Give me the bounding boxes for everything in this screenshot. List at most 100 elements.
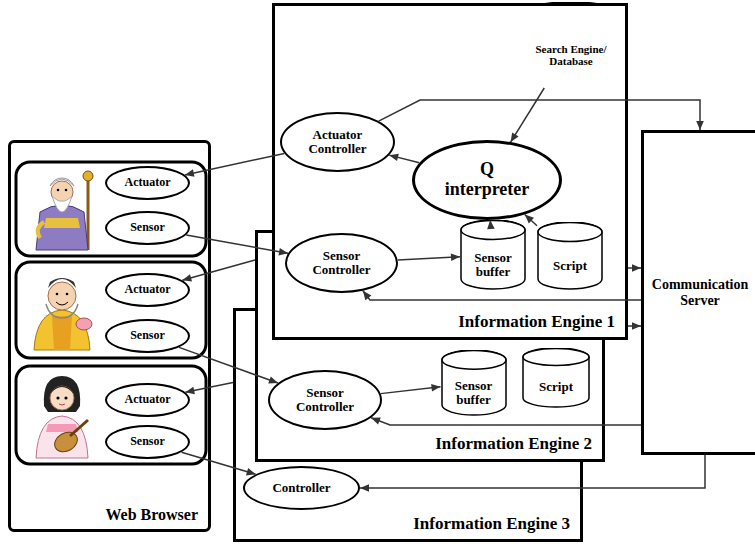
agent-frame — [16, 262, 206, 358]
node-label: Search Engine/ Database — [528, 43, 614, 67]
connector-line — [185, 153, 284, 174]
arrow-head — [431, 384, 440, 392]
connector-line — [511, 88, 545, 142]
sensor-oval: Sensor — [105, 425, 190, 459]
browser-frame: Web BrowserActuatorSensorActuatorSensorA… — [8, 140, 211, 532]
connector-line — [185, 382, 233, 392]
panel-title: Web Browser — [105, 506, 198, 524]
controller-oval: Actuator Controller — [280, 112, 395, 172]
arrow-head — [632, 264, 641, 272]
arrow-head — [268, 376, 278, 383]
node-label: Actuator — [125, 283, 171, 296]
connector-line — [379, 100, 700, 130]
panel-title: Information Engine 3 — [413, 515, 570, 534]
connector-line — [389, 155, 419, 163]
arrow-connector — [360, 455, 705, 492]
node-label: Sensor buffer — [464, 251, 522, 280]
arrow-head — [246, 468, 256, 475]
arrow-head — [511, 132, 519, 142]
controller-oval: Controller — [243, 466, 360, 510]
arrow-connector — [511, 88, 545, 142]
arrow-connector — [185, 153, 284, 176]
arrow-head — [185, 169, 195, 176]
interpreter-oval: Q interpreter — [412, 140, 562, 220]
sensor-oval: Sensor — [105, 211, 190, 245]
actuator-oval: Actuator — [105, 166, 190, 200]
agent-frame — [16, 366, 206, 464]
node-label: Sensor buffer — [445, 379, 503, 408]
arrow-connector — [381, 384, 441, 394]
arrow-connector — [186, 235, 288, 256]
arrow-connector — [371, 417, 641, 425]
cylinder-outline — [537, 222, 603, 290]
arrow-head — [182, 274, 192, 281]
arrow-connector — [628, 264, 641, 272]
sensor-oval: Sensor — [105, 319, 190, 353]
controller-oval: Sensor Controller — [285, 233, 398, 293]
cylinder-outline — [522, 348, 590, 408]
arrow-head — [363, 291, 372, 300]
arrow-head — [487, 220, 495, 229]
node-label: Sensor Controller — [284, 386, 366, 415]
connector-line — [179, 347, 278, 383]
arrow-head — [389, 154, 399, 161]
arrow-head — [632, 322, 641, 330]
arrow-head — [525, 215, 534, 224]
connector-line — [628, 325, 641, 327]
arrow-connector — [525, 215, 537, 226]
panel-title: Information Engine 2 — [435, 435, 592, 454]
controller-oval: Sensor Controller — [268, 370, 382, 430]
arrow-connector — [179, 347, 278, 383]
old-sage-figure — [36, 171, 93, 250]
arrow-connector — [487, 220, 495, 229]
node-label: Communication Server — [647, 277, 753, 308]
actuator-oval: Actuator — [105, 383, 190, 417]
panel-title: Information Engine 1 — [458, 313, 615, 332]
agent-frame — [16, 162, 206, 256]
script-cylinder: Script — [522, 348, 590, 408]
node-label: Actuator Controller — [297, 128, 379, 157]
lute-goddess-figure — [36, 376, 88, 458]
arrow-connector — [398, 253, 460, 261]
node-label: Sensor — [130, 435, 165, 448]
node-label: Script — [539, 380, 573, 394]
arrow-head — [371, 417, 381, 424]
arrow-connector — [363, 291, 641, 300]
node-label: Sensor — [130, 221, 165, 234]
script-cylinder: Script — [537, 222, 603, 290]
connector-line — [628, 267, 641, 269]
arrow-head — [278, 248, 288, 255]
node-label: Script — [553, 259, 587, 273]
connector-line — [182, 452, 256, 474]
buffer-cylinder: Sensor buffer — [460, 220, 526, 290]
arrow-connector — [185, 382, 233, 394]
arrow-connector — [182, 452, 256, 475]
connector-line — [182, 260, 255, 280]
actuator-oval: Actuator — [105, 273, 190, 307]
arrow-connector — [182, 260, 255, 282]
node-label: Controller — [272, 481, 330, 495]
server-box: Communication Server — [641, 130, 755, 455]
buffer-cylinder: Sensor buffer — [441, 350, 507, 416]
connector-line — [371, 418, 641, 425]
node-label: Q interpreter — [437, 160, 537, 200]
connector-line — [489, 219, 491, 221]
node-label: Sensor Controller — [301, 249, 383, 278]
connector-line — [360, 455, 705, 488]
node-label: Actuator — [125, 393, 171, 406]
arrow-head — [360, 484, 369, 492]
arrow-connector — [628, 322, 641, 330]
connector-line — [363, 291, 641, 300]
arrow-connector — [389, 154, 419, 163]
arrow-head — [696, 121, 704, 130]
fortune-god-figure — [34, 278, 92, 350]
arrow-connector — [379, 100, 704, 130]
connector-line — [525, 215, 537, 226]
node-label: Actuator — [125, 176, 171, 189]
connector-line — [381, 387, 441, 394]
connector-line — [186, 235, 288, 253]
arrow-head — [451, 253, 460, 261]
arrow-head — [185, 387, 195, 394]
